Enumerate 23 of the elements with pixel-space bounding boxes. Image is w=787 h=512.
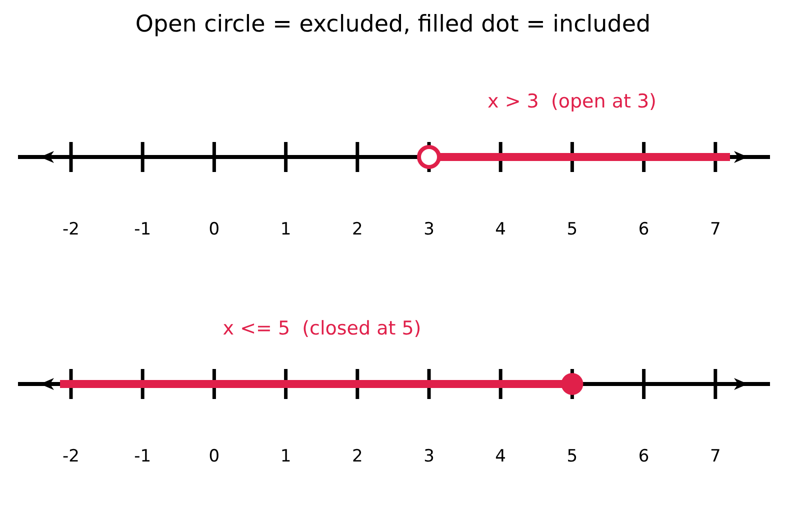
tick-label: 6 (638, 222, 650, 238)
tick-label: 7 (710, 448, 721, 466)
tick-label: 2 (352, 222, 363, 238)
tick-label: 5 (566, 448, 578, 466)
tick-label: 7 (710, 222, 721, 238)
tick-label: 1 (280, 222, 292, 238)
tick-label: -2 (62, 222, 80, 238)
tick-label: 3 (424, 222, 434, 238)
tick-label: -1 (134, 222, 152, 238)
tick-label: 0 (208, 222, 220, 238)
tick-label: 3 (424, 448, 434, 466)
tick-label: -1 (134, 448, 152, 466)
tick-label: 4 (495, 222, 506, 238)
tick-label: 5 (566, 222, 578, 238)
chart-title: Open circle = excluded, filled dot = included (135, 14, 651, 36)
inequality-label: x <= 5 (closed at 5) (222, 320, 422, 338)
tick-label: 2 (352, 448, 363, 466)
tick-label: 4 (495, 448, 506, 466)
inequality-label: x > 3 (open at 3) (488, 92, 656, 112)
tick-label: 6 (638, 448, 650, 466)
tick-label: 0 (208, 448, 220, 466)
tick-label: 1 (280, 448, 292, 466)
tick-label: -2 (62, 448, 80, 466)
